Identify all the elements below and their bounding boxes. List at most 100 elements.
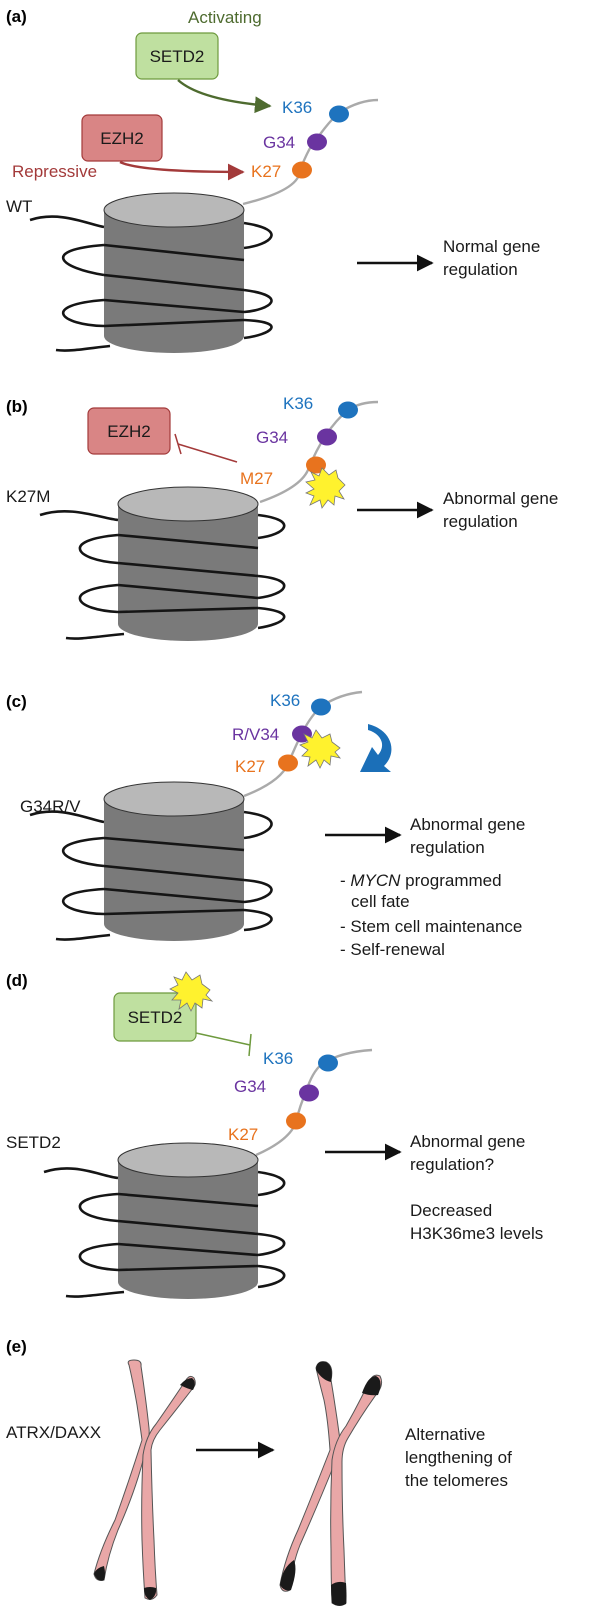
bullet-mycn: - MYCN programmed [340,871,502,890]
r-v34-label: R/V34 [232,725,279,744]
dna-strand [243,288,273,314]
dna-strand [78,583,119,614]
repressive-label: Repressive [12,162,97,181]
inhibition-bar [248,1033,252,1057]
g34-residue [317,428,337,446]
dna-strand [257,1170,286,1197]
dna-strand [117,1219,259,1236]
dna-strand [103,887,245,904]
dna-strand [103,318,245,328]
telomere [94,1566,105,1581]
dna-strand [39,509,119,522]
chromosome-normal [93,1359,196,1600]
outcome-line-1: Abnormal gene [410,1132,525,1151]
g34-label: G34 [263,133,295,152]
ezh2-box [87,407,171,455]
panel-e: (e) ATRX/DAXX Alternative lengthening of… [6,1337,512,1606]
nucleosome-top [103,192,245,228]
m27-residue [306,456,326,474]
k36-residue [311,698,331,716]
telomere [280,1560,296,1591]
curved-arrow-icon [360,724,392,772]
inhibition-line [195,1032,251,1046]
telomere [331,1581,347,1606]
dna-strand [103,273,245,292]
dna-strand [103,298,245,314]
dna-strand [117,1264,259,1272]
ezh2-box [81,114,163,162]
panel-a-label: (a) [6,7,27,26]
telomere [180,1378,195,1390]
dna-strand [62,298,105,328]
dna-strand [78,1192,119,1223]
panel-c-label: (c) [6,692,27,711]
panel-d-label: (d) [6,971,28,990]
panel-a: (a) WT Activating SETD2 EZH2 Repressive … [6,7,540,353]
chromosome-alt-lengthened [279,1361,383,1606]
outcome2-line-2: H3K36me3 levels [410,1224,543,1243]
panel-b-variant: K27M [6,487,50,506]
setd2-box [113,992,197,1042]
ezh2-label: EZH2 [107,422,150,441]
panel-c: (c) G34R/V K36 R/V34 K27 Abnormal gene r… [6,690,525,959]
k36-label: K36 [282,98,312,117]
telomere [144,1587,157,1600]
setd2-label: SETD2 [150,47,205,66]
dna-strand [55,344,111,352]
setd2-box [135,32,219,80]
nucleosome-top [117,486,259,522]
telomere [362,1376,381,1396]
nucleosome [118,1160,258,1299]
k27-residue [278,754,298,772]
k27-residue [292,161,312,179]
outcome-line-2: regulation [410,838,485,857]
panel-e-variant: ATRX/DAXX [6,1423,101,1442]
k27-label: K27 [251,162,281,181]
activating-arrow [177,79,272,114]
mutation-star [299,729,342,769]
setd2-label: SETD2 [128,1008,183,1027]
m27-label: M27 [240,469,273,488]
panel-e-label: (e) [6,1337,27,1356]
inhibition-bar [174,433,182,455]
dna-strand [117,606,259,614]
nucleosome-top [103,781,245,817]
outcome-line-2: regulation? [410,1155,494,1174]
k27-label: K27 [228,1125,258,1144]
dna-strand [62,243,105,277]
dna-strand [55,933,111,941]
k36-residue [318,1054,338,1072]
nucleosome-top [117,1142,259,1178]
bullet-self-renewal: - Self-renewal [340,940,445,959]
nucleosome [118,504,258,641]
k36-label: K36 [263,1049,293,1068]
g34-residue [299,1084,319,1102]
dna-strand [78,533,119,565]
outcome-line-1: Normal gene [443,237,540,256]
outcome2-line-1: Decreased [410,1201,492,1220]
chromatid [330,1374,383,1606]
dna-strand [62,887,105,916]
dna-strand [117,1192,259,1208]
outcome-line-1: Abnormal gene [410,815,525,834]
dna-strand [103,864,245,882]
ezh2-label: EZH2 [100,129,143,148]
dna-strand [243,908,273,932]
g34-residue [307,133,327,151]
dna-strand [29,810,105,824]
k27-label: K27 [235,757,265,776]
outcome-line-1: Abnormal gene [443,489,558,508]
bullet-mycn-cont: cell fate [351,892,410,911]
dna-strand [43,1167,119,1180]
panel-d-variant: SETD2 [6,1133,61,1152]
outcome-line-2: regulation [443,260,518,279]
outcome-line-2: regulation [443,512,518,531]
chromatid [141,1375,196,1600]
panel-b-label: (b) [6,397,28,416]
outcome-line-1: Alternative [405,1425,485,1444]
nucleosome [104,799,244,941]
k36-label: K36 [283,394,313,413]
dna-strand [243,878,273,904]
outcome-line-2: lengthening of [405,1448,512,1467]
dna-strand [243,318,273,340]
